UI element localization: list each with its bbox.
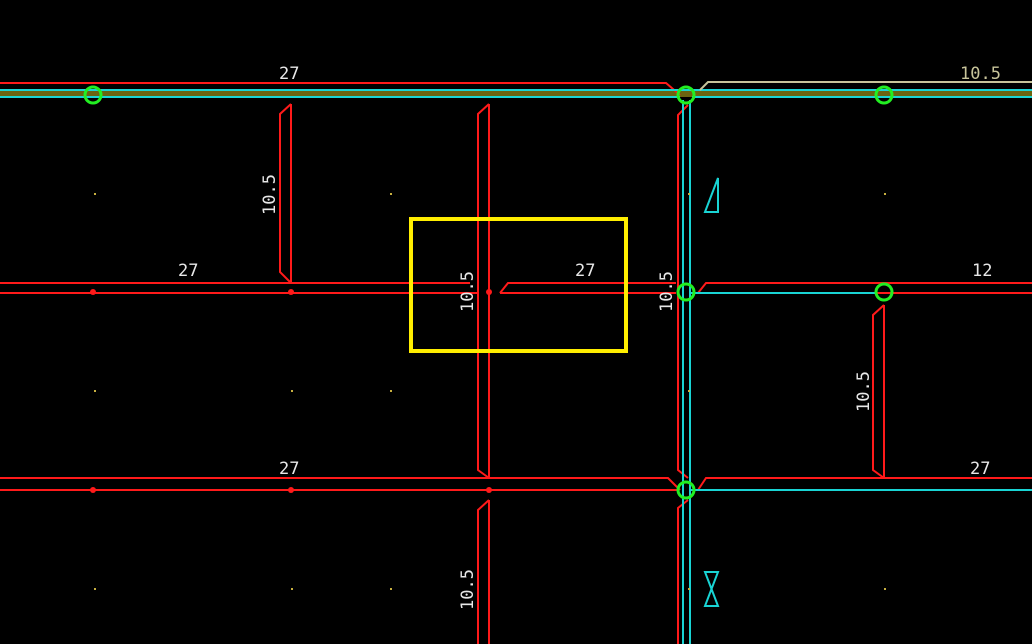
vertical-beam-left[interactable] — [279, 103, 292, 284]
label-bottom-right-span: 27 — [970, 459, 990, 479]
label-bottom-left-span: 27 — [279, 459, 299, 479]
label-column-vertical: 10.5 — [657, 271, 677, 312]
column-line[interactable] — [677, 100, 691, 644]
label-mid-center-span: 27 — [575, 261, 595, 281]
middle-beam[interactable] — [0, 282, 1032, 294]
label-mid-right-span: 12 — [972, 261, 992, 281]
label-top-right-span: 10.5 — [960, 64, 1001, 84]
label-mid-left-span: 27 — [178, 261, 198, 281]
label-bottom-center-vertical: 10.5 — [458, 569, 478, 610]
vertical-beam-right[interactable] — [872, 304, 885, 479]
bottom-beam[interactable] — [0, 477, 1032, 491]
hourglass-marker-icon — [703, 571, 720, 607]
vertical-beam-center[interactable] — [477, 103, 490, 644]
label-right-vertical: 10.5 — [854, 371, 874, 412]
triangle-marker-icon — [703, 177, 719, 213]
support-nodes[interactable] — [83, 85, 894, 500]
label-mid-center-vertical: 10.5 — [458, 271, 478, 312]
label-top-left-span: 27 — [279, 64, 299, 84]
selection-box[interactable] — [409, 217, 628, 353]
label-left-vertical-upper: 10.5 — [260, 174, 280, 215]
top-beam[interactable] — [0, 81, 1032, 98]
grid-points — [94, 193, 886, 590]
beam-nodes — [90, 289, 492, 493]
